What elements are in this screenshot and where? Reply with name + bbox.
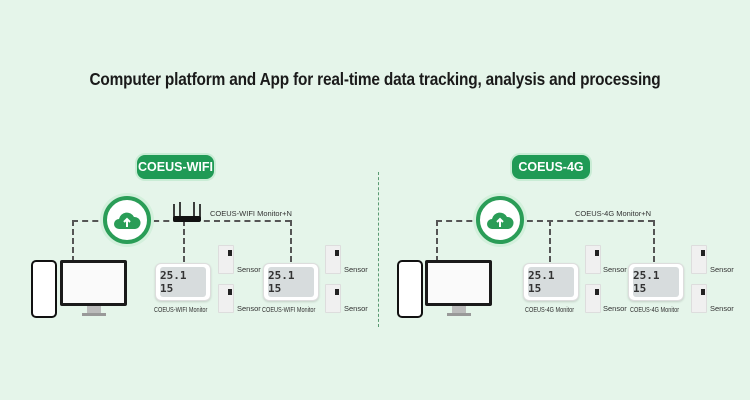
smartphone-app [397, 260, 423, 318]
connection-line [436, 220, 654, 222]
cloud-upload-icon [103, 196, 151, 244]
smartphone-app [31, 260, 57, 318]
network-label: COEUS-4G Monitor+N [575, 209, 652, 218]
monitor-label: COEUS-WIFI Monitor [154, 305, 208, 314]
sensor-label: Sensor [237, 265, 261, 274]
router-icon [170, 202, 204, 229]
sensor-device [218, 245, 234, 274]
connection-line [436, 220, 438, 262]
connection-line [653, 220, 655, 262]
coeus-wifi-badge: COEUS-WIFI [137, 155, 214, 179]
coeus-4g-monitor-2: 25.1 15 [628, 263, 684, 301]
connection-line [72, 220, 74, 262]
sensor-device [325, 245, 341, 274]
sensor-device [218, 284, 234, 313]
panel-divider [378, 172, 379, 327]
connection-line [183, 220, 185, 262]
connection-line [290, 220, 292, 262]
lcd-reading: 25.1 15 [633, 267, 679, 297]
lcd-reading: 25.1 15 [268, 267, 314, 297]
coeus-4g-monitor-1: 25.1 15 [523, 263, 579, 301]
network-label: COEUS-WIFI Monitor+N [210, 209, 292, 218]
monitor-base [447, 313, 471, 316]
lcd-reading: 25.1 15 [160, 267, 206, 297]
page-title: Computer platform and App for real-time … [89, 69, 661, 89]
sensor-device [585, 284, 601, 313]
sensor-device [325, 284, 341, 313]
sensor-label: Sensor [344, 265, 368, 274]
sensor-label: Sensor [710, 265, 734, 274]
computer-platform [425, 260, 492, 306]
computer-platform [60, 260, 127, 306]
sensor-label: Sensor [344, 304, 368, 313]
connection-line [549, 220, 551, 262]
monitor-stand [87, 306, 101, 314]
sensor-device [691, 245, 707, 274]
monitor-base [82, 313, 106, 316]
monitor-label: COEUS-4G Monitor [630, 305, 680, 314]
sensor-label: Sensor [237, 304, 261, 313]
cloud-upload-icon [476, 196, 524, 244]
monitor-label: COEUS-WIFI Monitor [262, 305, 316, 314]
coeus-4g-badge: COEUS-4G [512, 155, 590, 179]
sensor-device [691, 284, 707, 313]
monitor-label: COEUS-4G Monitor [525, 305, 575, 314]
sensor-device [585, 245, 601, 274]
coeus-wifi-monitor-1: 25.1 15 [155, 263, 211, 301]
coeus-wifi-monitor-2: 25.1 15 [263, 263, 319, 301]
monitor-stand [452, 306, 466, 314]
sensor-label: Sensor [710, 304, 734, 313]
sensor-label: Sensor [603, 304, 627, 313]
lcd-reading: 25.1 15 [528, 267, 574, 297]
sensor-label: Sensor [603, 265, 627, 274]
